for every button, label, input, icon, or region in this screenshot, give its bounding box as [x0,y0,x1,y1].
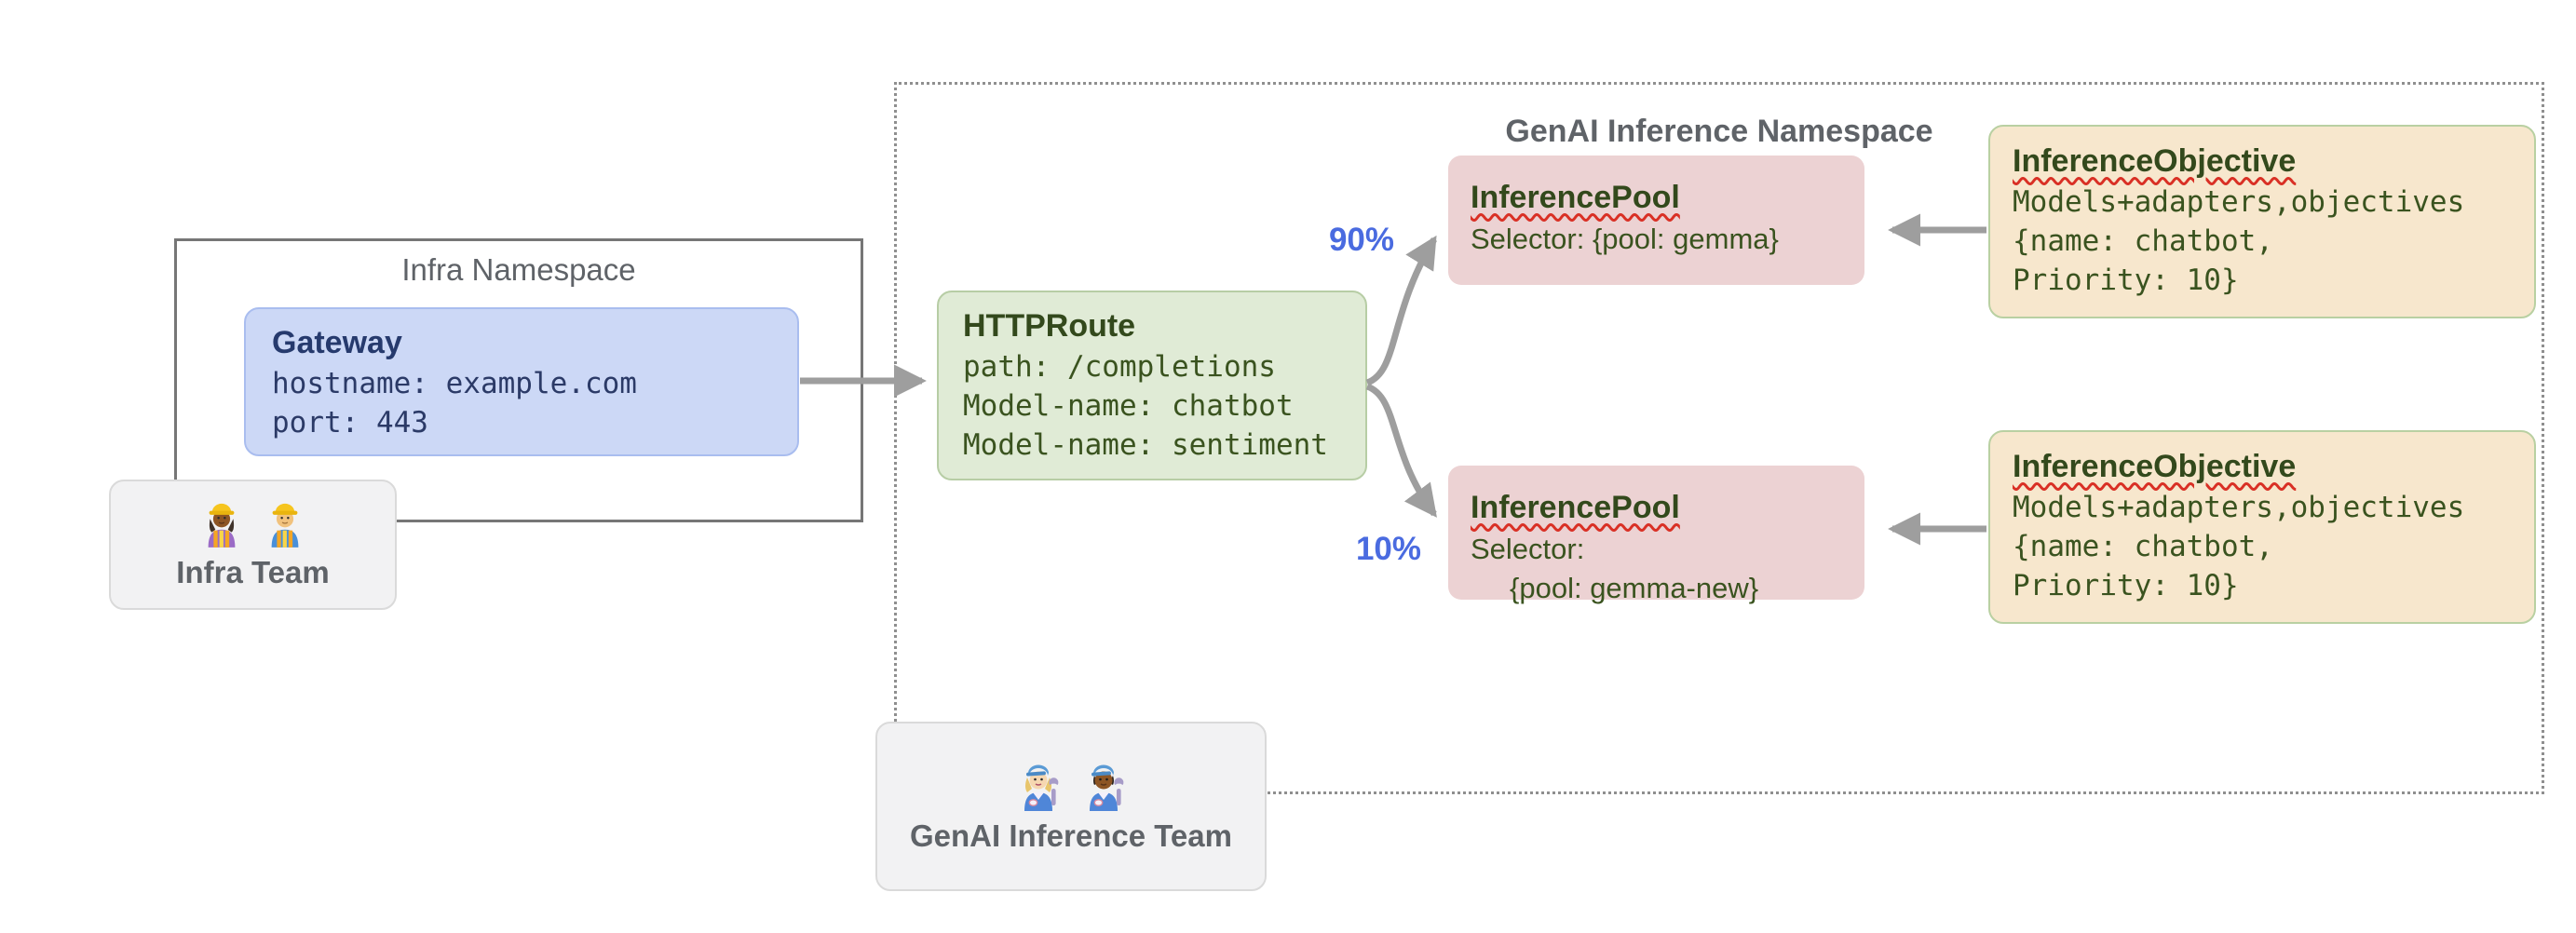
gateway-port: port: 443 [272,406,428,439]
inference-pool-gemma-node: InferencePool Selector: {pool: gemma} [1448,156,1864,285]
inference-pool-gemma-title: InferencePool [1471,180,1680,215]
httproute-model-sentiment: Model-name: sentiment [963,428,1328,462]
inference-objective-top-node: InferenceObjective Models+adapters,objec… [1988,125,2536,318]
inference-pool-gemma-new-selector: Selector: [1471,533,1585,565]
genai-inference-namespace-box: GenAI Inference Namespace [894,82,2544,794]
man-mechanic-icon [1090,764,1124,811]
traffic-split-90-label: 90% [1328,222,1395,258]
gateway-title: Gateway [272,325,402,360]
gateway-node: Gateway hostname: example.com port: 443 [244,307,799,456]
inference-objective-top-priority: Priority: 10} [2013,264,2239,297]
traffic-split-10-label: 10% [1355,531,1422,567]
inference-objective-bottom-node: InferenceObjective Models+adapters,objec… [1988,430,2536,624]
httproute-node: HTTPRoute path: /completions Model-name:… [937,291,1367,480]
inference-objective-bottom-priority: Priority: 10} [2013,569,2239,602]
inference-objective-bottom-name: {name: chatbot, [2013,530,2273,563]
woman-mechanic-icon [1024,764,1059,811]
genai-inference-team-card: GenAI Inference Team [875,722,1267,891]
woman-construction-worker-icon [208,503,235,548]
httproute-model-chatbot: Model-name: chatbot [963,389,1294,423]
inference-objective-top-title: InferenceObjective [2013,143,2297,179]
genai-team-avatars [1016,759,1126,811]
man-construction-worker-icon [271,503,298,548]
inference-objective-top-name: {name: chatbot, [2013,224,2273,258]
inference-pool-gemma-new-node: InferencePool Selector: {pool: gemma-new… [1448,466,1864,604]
httproute-path: path: /completions [963,350,1276,384]
inference-objective-bottom-title: InferenceObjective [2013,449,2297,484]
gateway-hostname: hostname: example.com [272,367,637,400]
httproute-title: HTTPRoute [963,308,1136,344]
infra-team-label: Infra Team [176,555,330,589]
inference-objective-bottom-models: Models+adapters,objectives [2013,491,2465,524]
genai-team-label: GenAI Inference Team [909,818,1232,853]
infra-namespace-title: Infra Namespace [401,252,636,287]
inference-objective-top-models: Models+adapters,objectives [2013,185,2465,219]
infra-team-avatars [200,499,306,548]
genai-inference-namespace-title: GenAI Inference Namespace [1505,114,1933,149]
inference-pool-gemma-new-selector-value: {pool: gemma-new} [1510,572,1759,604]
infra-team-card: Infra Team [109,480,397,610]
inference-pool-gemma-selector: Selector: {pool: gemma} [1471,223,1779,255]
inference-pool-gemma-new-title: InferencePool [1471,490,1680,525]
